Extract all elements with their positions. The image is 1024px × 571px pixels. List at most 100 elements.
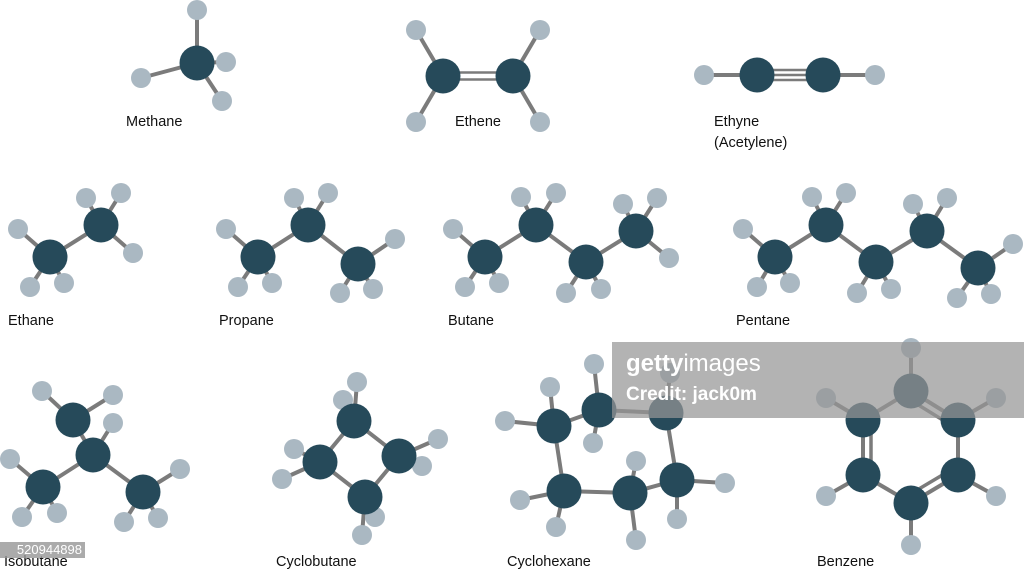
hydrogen-atom — [647, 188, 667, 208]
carbon-atom — [381, 438, 417, 474]
hydrogen-atom — [123, 243, 143, 263]
hydrogen-atom — [546, 183, 566, 203]
hydrogen-atom — [780, 273, 800, 293]
hydrogen-atom — [170, 459, 190, 479]
hydrogen-atom — [114, 512, 134, 532]
label-propane: Propane — [219, 313, 274, 329]
carbon-atom — [757, 239, 793, 275]
carbon-atom — [32, 239, 68, 275]
hydrogen-atom — [981, 284, 1001, 304]
hydrogen-atom — [1003, 234, 1023, 254]
carbon-atom — [290, 207, 326, 243]
label-pentane: Pentane — [736, 313, 791, 329]
label-butane: Butane — [448, 313, 494, 329]
carbon-atom — [302, 444, 338, 480]
hydrogen-atom — [613, 194, 633, 214]
carbon-atom — [546, 473, 582, 509]
hydrogen-atom — [20, 277, 40, 297]
carbon-atom — [179, 45, 215, 81]
label-cyclohexane: Cyclohexane — [507, 554, 591, 570]
hydrogen-atom — [406, 112, 426, 132]
molecule-methane — [131, 0, 236, 111]
hydrogen-atom — [802, 187, 822, 207]
carbon-atom — [581, 392, 617, 428]
hydrogen-atom — [284, 439, 304, 459]
hydrogen-atom — [262, 273, 282, 293]
molecule-cyclohexane — [495, 354, 735, 550]
image-id: 520944898 — [0, 542, 85, 558]
label-acetylene: (Acetylene) — [714, 135, 788, 151]
carbon-atom — [347, 479, 383, 515]
hydrogen-atom — [583, 433, 603, 453]
carbon-atom — [536, 408, 572, 444]
hydrogen-atom — [715, 473, 735, 493]
carbon-atom — [336, 403, 372, 439]
watermark-logo: gettyimages — [626, 350, 761, 377]
carbon-atom — [340, 246, 376, 282]
carbon-atom — [75, 437, 111, 473]
hydrogen-atom — [546, 517, 566, 537]
watermark: gettyimages Credit: jack0m — [612, 342, 1024, 418]
label-benzene: Benzene — [817, 554, 875, 570]
hydrogen-atom — [495, 411, 515, 431]
hydrogen-atom — [212, 91, 232, 111]
hydrogen-atom — [284, 188, 304, 208]
carbon-atom — [805, 57, 841, 93]
carbon-atom — [25, 469, 61, 505]
hydrogen-atom — [412, 456, 432, 476]
hydrogen-atom — [8, 219, 28, 239]
hydrogen-atom — [591, 279, 611, 299]
watermark-credit: Credit: jack0m — [626, 384, 757, 405]
molecule-ethyne — [694, 57, 885, 93]
hydrogen-atom — [836, 183, 856, 203]
hydrogen-atom — [47, 503, 67, 523]
hydrogen-atom — [363, 279, 383, 299]
hydrogen-atom — [455, 277, 475, 297]
molecule-pentane — [733, 183, 1023, 308]
hydrogen-atom — [0, 449, 20, 469]
carbon-atom — [858, 244, 894, 280]
hydrogen-atom — [530, 20, 550, 40]
molecule-isobutane — [0, 381, 190, 532]
hydrogen-atom — [947, 288, 967, 308]
hydrogen-atom — [530, 112, 550, 132]
molecule-butane — [443, 183, 679, 303]
hydrogen-atom — [747, 277, 767, 297]
hydrogen-atom — [103, 385, 123, 405]
hydrogen-atom — [584, 354, 604, 374]
carbon-atom — [739, 57, 775, 93]
hydrogen-atom — [903, 194, 923, 214]
carbon-atom — [55, 402, 91, 438]
carbon-atom — [808, 207, 844, 243]
hydrogen-atom — [626, 530, 646, 550]
hydrogen-atom — [847, 283, 867, 303]
hydrogen-atom — [816, 486, 836, 506]
hydrogen-atom — [540, 377, 560, 397]
molecule-ethene — [406, 20, 550, 132]
carbon-atom — [893, 485, 929, 521]
carbon-atom — [518, 207, 554, 243]
hydrogen-atom — [659, 248, 679, 268]
label-isobutane: Isobutane — [4, 554, 68, 570]
hydrogen-atom — [510, 490, 530, 510]
hydrogen-atom — [347, 372, 367, 392]
hydrogen-atom — [733, 219, 753, 239]
carbon-atom — [612, 475, 648, 511]
carbon-atom — [425, 58, 461, 94]
carbon-atom — [659, 462, 695, 498]
molecule-propane — [216, 183, 405, 303]
cc-double-bond-inner — [915, 472, 946, 493]
carbon-atom — [568, 244, 604, 280]
hydrogen-atom — [187, 0, 207, 20]
hydrogen-atom — [511, 187, 531, 207]
carbon-atom — [845, 457, 881, 493]
label-ethane: Ethane — [8, 313, 54, 329]
hydrogen-atom — [406, 20, 426, 40]
hydrogen-atom — [54, 273, 74, 293]
hydrogen-atom — [556, 283, 576, 303]
hydrogen-atom — [901, 535, 921, 555]
molecule-cyclobutane — [272, 372, 448, 545]
carbon-atom — [940, 457, 976, 493]
hydrogen-atom — [881, 279, 901, 299]
carbon-atom — [125, 474, 161, 510]
